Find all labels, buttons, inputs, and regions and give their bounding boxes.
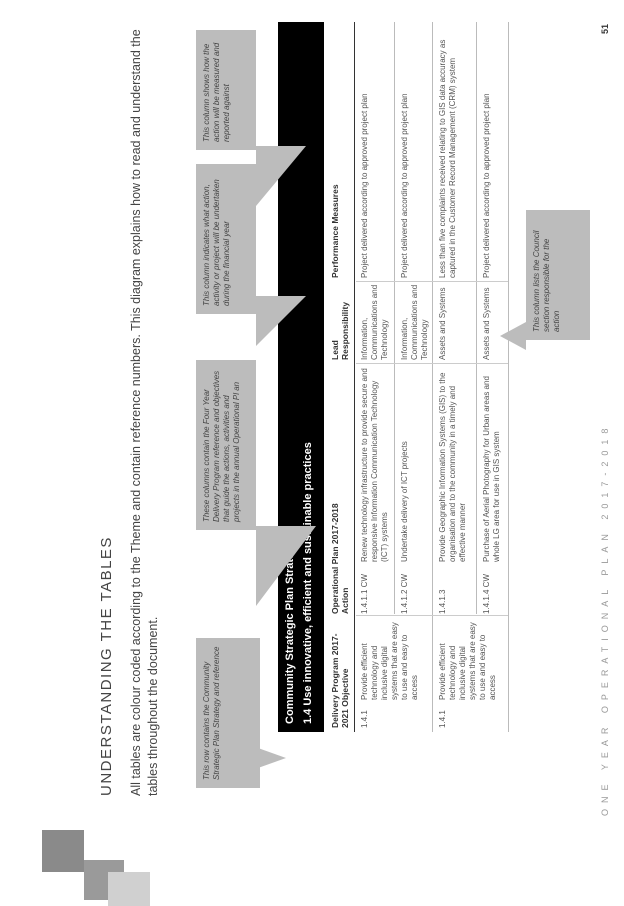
decor-square-gray bbox=[108, 872, 150, 906]
callout-strategy-row: This row contains the Community Strategi… bbox=[196, 638, 260, 788]
row1-act-ref: 1.4.1.1 CW bbox=[360, 573, 369, 614]
row4-act-ref: 1.4.1.4 CW bbox=[482, 573, 491, 614]
table-bottom-rule bbox=[508, 22, 509, 732]
callout-pointer bbox=[256, 526, 316, 606]
row3-obj: Provide efficient technology and inclusi… bbox=[438, 622, 497, 700]
page-number: 51 bbox=[600, 23, 610, 34]
intro-text: All tables are colour coded according to… bbox=[129, 29, 160, 796]
callout-lead-column: This column lists the Council section re… bbox=[526, 210, 590, 340]
callout-measure-column: This column shows how the action will be… bbox=[196, 30, 256, 150]
page-title: UNDERSTANDING THE TABLES bbox=[98, 536, 115, 796]
decor-square-dark bbox=[42, 830, 84, 872]
callout-action-column: This column indicates what action, activ… bbox=[196, 164, 256, 314]
col-header-lead: Lead Responsibility bbox=[330, 301, 350, 360]
col-divider bbox=[356, 615, 508, 616]
row2-act-ref: 1.4.1.2 CW bbox=[400, 573, 409, 614]
row1-lead: Information, Communications and Technolo… bbox=[360, 284, 389, 360]
row3-act: Provide Geographic Information Systems (… bbox=[438, 372, 467, 562]
header-rule bbox=[354, 22, 355, 732]
col-divider bbox=[356, 363, 508, 364]
row3-lead: Assets and Systems bbox=[438, 287, 447, 360]
row3-measure: Less than five complaints received relat… bbox=[438, 39, 457, 278]
row1-obj: Provide efficient technology and inclusi… bbox=[360, 622, 419, 700]
row2-act: Undertake delivery of ICT projects bbox=[400, 441, 409, 562]
row1-obj-ref: 1.4.1 bbox=[360, 710, 369, 728]
row-rule bbox=[432, 22, 433, 732]
callout-delivery-columns: These columns contain the Four Year Deli… bbox=[196, 360, 256, 530]
row-rule bbox=[476, 22, 477, 614]
row2-measure: Project delivered according to approved … bbox=[400, 93, 409, 278]
footer-text: ONE YEAR OPERATIONAL PLAN 2017-2018 bbox=[600, 422, 610, 816]
callout-pointer bbox=[500, 322, 526, 350]
row1-act: Renew technology infrastructure to provi… bbox=[360, 368, 389, 562]
row4-lead: Assets and Systems bbox=[482, 287, 491, 360]
row-rule bbox=[394, 22, 395, 614]
callout-pointer bbox=[256, 296, 306, 346]
row4-act: Purchase of Aerial Photography for Urban… bbox=[482, 376, 501, 562]
row4-measure: Project delivered according to approved … bbox=[482, 93, 491, 278]
callout-pointer bbox=[256, 146, 306, 206]
col-header-measures: Performance Measures bbox=[330, 184, 340, 278]
col-header-objective: Delivery Program 2017-2021 Objective bbox=[330, 633, 350, 729]
row1-measure: Project delivered according to approved … bbox=[360, 93, 369, 278]
row3-act-ref: 1.4.1.3 bbox=[438, 589, 447, 614]
row3-obj-ref: 1.4.1 bbox=[438, 710, 447, 728]
col-header-action: Operational Plan 2017-2018 Action bbox=[330, 503, 350, 614]
col-divider bbox=[356, 281, 508, 282]
callout-pointer bbox=[258, 748, 286, 768]
strategy-header: Community Strategic Plan Strategy 1.4 Us… bbox=[278, 22, 324, 732]
row2-lead: Information, Communications and Technolo… bbox=[400, 284, 429, 360]
